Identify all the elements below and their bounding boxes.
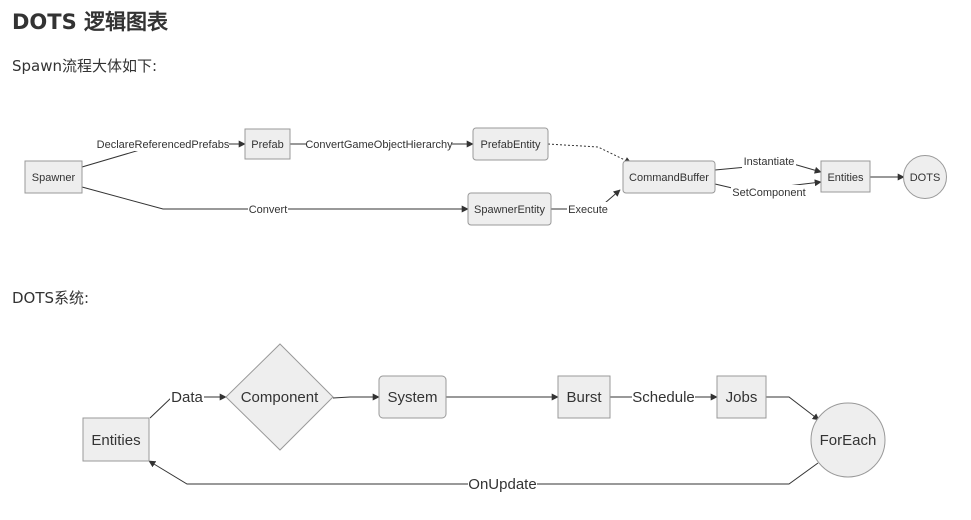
edge-prefabentity-to-commandbuffer — [547, 143, 632, 164]
svg-text:Spawner: Spawner — [32, 172, 76, 184]
svg-text:Entities: Entities — [827, 172, 864, 184]
node-system: System — [378, 375, 447, 419]
svg-text:SpawnerEntity: SpawnerEntity — [474, 204, 545, 216]
edge-label-execute: Execute — [567, 202, 609, 216]
svg-text:DeclareReferencedPrefabs: DeclareReferencedPrefabs — [97, 139, 230, 151]
svg-text:DOTS: DOTS — [910, 172, 941, 184]
edge-label-instantiate: Instantiate — [742, 154, 796, 168]
node-jobs: Jobs — [716, 375, 767, 419]
node-component: Component — [225, 343, 334, 451]
svg-text:System: System — [387, 389, 437, 406]
svg-text:Entities: Entities — [91, 432, 140, 449]
spawn-intro-text: Spawn流程大体如下: — [12, 57, 158, 75]
dots-systems-intro-text: DOTS系统: — [12, 289, 90, 307]
node-spawner: Spawner — [24, 160, 83, 194]
edge-label-set-component: SetComponent — [731, 185, 807, 199]
node-entities: Entities — [820, 160, 871, 193]
svg-text:Instantiate: Instantiate — [744, 156, 795, 168]
edge-jobs-to-foreach — [766, 396, 820, 421]
page-title: DOTS 逻辑图表 — [12, 10, 169, 34]
node-for-each: ForEach — [810, 402, 886, 478]
node-burst: Burst — [557, 375, 611, 419]
edge-label-convert: Convert — [248, 202, 288, 216]
node-entities-2: Entities — [82, 417, 150, 462]
svg-text:Burst: Burst — [566, 389, 602, 406]
node-prefab: Prefab — [244, 128, 291, 160]
edge-label-on-update: OnUpdate — [468, 475, 537, 493]
svg-text:Schedule: Schedule — [632, 389, 695, 406]
edge-spawner-to-spawnerentity — [81, 186, 469, 213]
edge-label-declare-referenced-prefabs: DeclareReferencedPrefabs — [97, 137, 230, 151]
spawn-flow-diagram: DeclareReferencedPrefabs ConvertGameObje… — [24, 127, 947, 226]
svg-text:PrefabEntity: PrefabEntity — [481, 139, 541, 151]
svg-text:Jobs: Jobs — [726, 389, 758, 406]
svg-text:SetComponent: SetComponent — [732, 187, 805, 199]
svg-text:Convert: Convert — [249, 204, 288, 216]
node-prefab-entity: PrefabEntity — [472, 127, 549, 161]
svg-text:OnUpdate: OnUpdate — [468, 476, 536, 493]
svg-text:ConvertGameObjectHierarchy: ConvertGameObjectHierarchy — [305, 139, 453, 151]
node-dots: DOTS — [903, 155, 947, 199]
node-spawner-entity: SpawnerEntity — [467, 192, 552, 226]
edge-label-convert-game-object-hierarchy: ConvertGameObjectHierarchy — [305, 137, 453, 151]
dots-systems-diagram: Data Schedule OnUpdate Entities Componen… — [82, 343, 886, 493]
node-command-buffer: CommandBuffer — [622, 160, 716, 194]
svg-text:ForEach: ForEach — [820, 432, 877, 449]
svg-text:Data: Data — [171, 389, 203, 406]
edge-label-data: Data — [170, 388, 204, 406]
edge-component-to-system — [332, 393, 380, 401]
svg-text:Component: Component — [241, 389, 319, 406]
svg-text:Execute: Execute — [568, 204, 608, 216]
svg-text:Prefab: Prefab — [251, 139, 283, 151]
svg-text:CommandBuffer: CommandBuffer — [629, 172, 709, 184]
edge-label-schedule: Schedule — [632, 388, 695, 406]
